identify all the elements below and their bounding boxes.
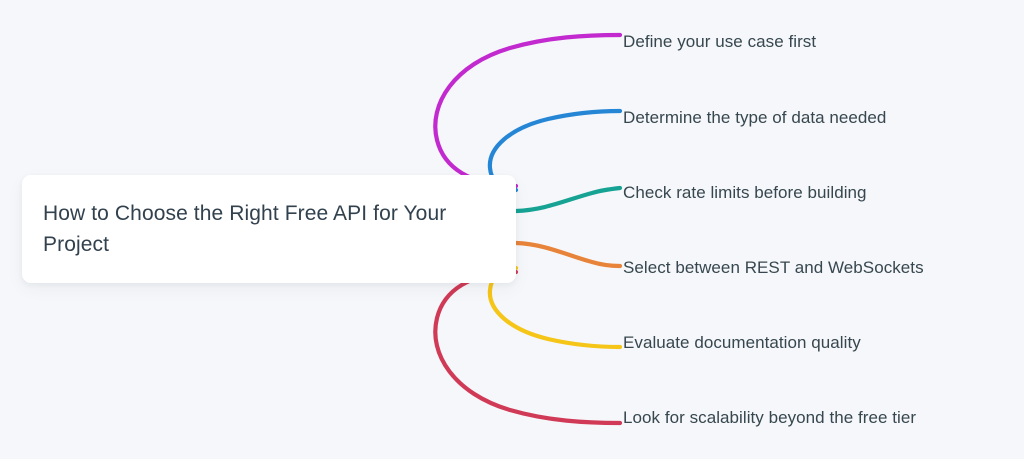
leaf-label-4[interactable]: Select between REST and WebSockets: [623, 258, 924, 277]
branch-curve-magenta: [433, 32, 623, 189]
leaf-label-1[interactable]: Define your use case first: [623, 32, 817, 51]
leaf-label-2[interactable]: Determine the type of data needed: [623, 108, 887, 127]
branch-curve-crimson: [433, 269, 623, 426]
branch-curve-teal: [513, 185, 623, 214]
root-node-title: How to Choose the Right Free API for You…: [43, 202, 447, 256]
leaf-label-6[interactable]: Look for scalability beyond the free tie…: [623, 408, 917, 427]
leaf-label-3[interactable]: Check rate limits before building: [623, 183, 867, 202]
branch-curve-orange: [513, 240, 623, 269]
root-node-card[interactable]: How to Choose the Right Free API for You…: [22, 175, 516, 283]
leaf-label-5[interactable]: Evaluate documentation quality: [623, 333, 861, 352]
